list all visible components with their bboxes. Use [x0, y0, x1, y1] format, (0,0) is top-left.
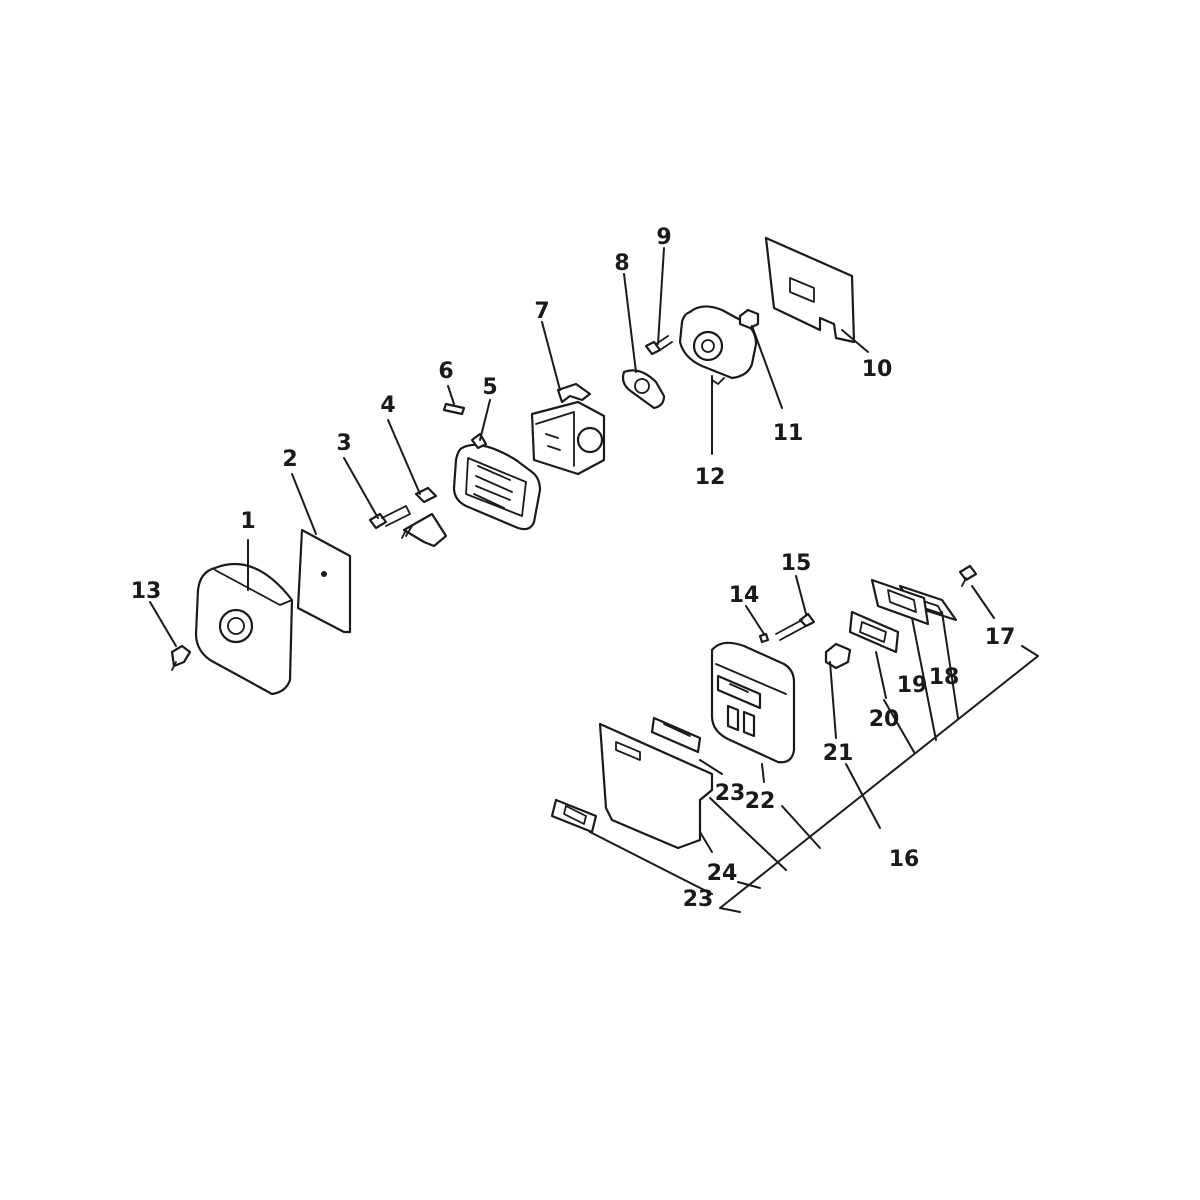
callout-13: 13: [131, 579, 162, 604]
part-13-wing-nut: [170, 644, 192, 671]
callout-14: 14: [729, 583, 760, 608]
part-9-bolt: [644, 335, 673, 356]
part-4-bracket: [401, 486, 448, 548]
callout-8: 8: [614, 251, 629, 276]
part-14-washer: [758, 632, 770, 644]
part-1-air-filter-cover: [194, 563, 294, 696]
part-10-heat-shield: [764, 236, 856, 344]
callout-11: 11: [773, 421, 804, 446]
callout-6: 6: [438, 359, 453, 384]
callout-4: 4: [380, 393, 395, 418]
part-23-gasket-upper: [650, 716, 702, 754]
part-12-intake-manifold: [678, 305, 758, 385]
callout-21: 21: [823, 741, 854, 766]
callout-23-upper: 23: [715, 781, 746, 806]
callout-5: 5: [482, 375, 497, 400]
part-7-carburetor: [530, 382, 606, 476]
part-8-gasket: [621, 369, 666, 410]
callout-20: 20: [869, 707, 900, 732]
callout-24: 24: [707, 861, 738, 886]
callout-2: 2: [282, 447, 297, 472]
callout-15: 15: [781, 551, 812, 576]
leader-lines: [149, 247, 1039, 913]
callout-1: 1: [240, 509, 255, 534]
callout-16: 16: [889, 847, 920, 872]
part-3-screw: [368, 505, 411, 530]
part-20-gasket: [848, 610, 900, 654]
callout-17: 17: [985, 625, 1016, 650]
callout-numbers: 1 2 3 4 5 6 7 8 9 10 11 12 13 14 15 16 1…: [131, 225, 1016, 912]
callout-7: 7: [534, 299, 549, 324]
part-17-screw: [958, 564, 978, 587]
callout-10: 10: [862, 357, 893, 382]
part-5-air-filter-base: [452, 432, 542, 531]
callout-19: 19: [897, 673, 928, 698]
part-21-plate: [824, 642, 852, 670]
part-22-muffler: [710, 641, 796, 764]
part-6-small-gasket: [442, 402, 466, 416]
part-24-heat-shield: [598, 722, 714, 850]
part-11-nut: [738, 308, 760, 330]
callout-18: 18: [929, 665, 960, 690]
callout-3: 3: [336, 431, 351, 456]
callout-23-lower: 23: [683, 887, 714, 912]
part-23-gasket-lower: [550, 798, 598, 834]
part-19-cover-plate: [870, 578, 930, 626]
callout-22: 22: [745, 789, 776, 814]
callout-9: 9: [656, 225, 671, 250]
part-2-filter-element: [296, 528, 352, 634]
part-15-bolt: [775, 612, 816, 641]
callout-12: 12: [695, 465, 726, 490]
